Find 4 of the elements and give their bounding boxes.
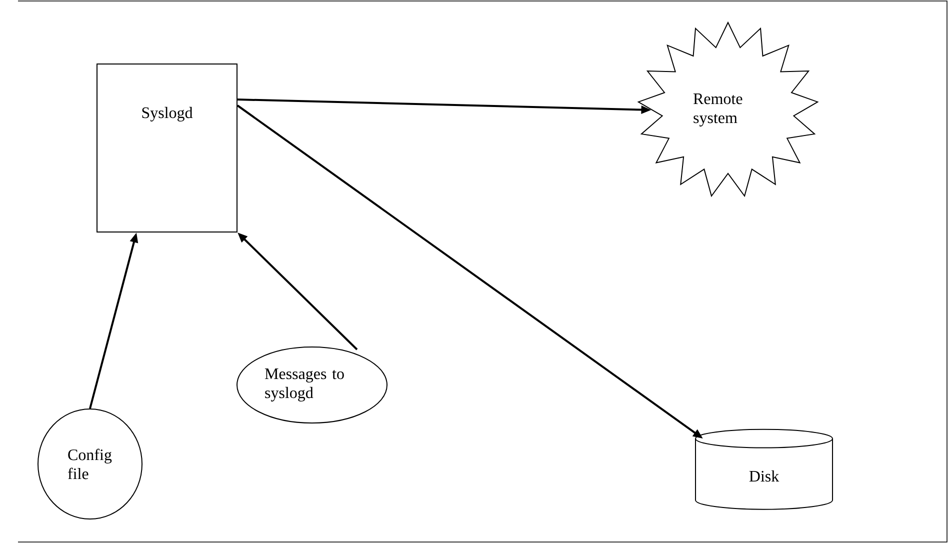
ellipse-node: Config file bbox=[38, 408, 142, 520]
process-box: Syslogd bbox=[96, 64, 238, 232]
ellipse-node: Messages to syslogd bbox=[236, 346, 388, 424]
disk-cylinder: Disk bbox=[695, 428, 834, 510]
